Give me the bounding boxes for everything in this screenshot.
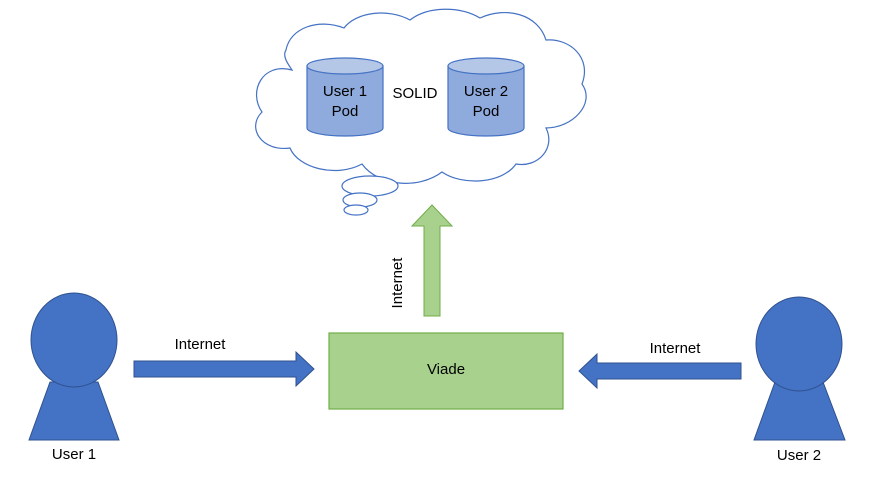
user1-label: User 1: [52, 446, 96, 463]
user1-pod-label-line1: User 1: [323, 83, 367, 100]
user2-internet-label: Internet: [650, 340, 702, 357]
user1-pod-top: [306, 57, 384, 75]
viade-label: Viade: [427, 361, 465, 378]
user2-pod-top: [447, 57, 525, 75]
user2-internet-arrow: [578, 352, 742, 390]
user2-pod-label-line1: User 2: [464, 83, 508, 100]
user2-pod-body: [447, 65, 525, 137]
up-arrow: [410, 204, 454, 317]
user1-pod: User 1 Pod: [306, 57, 384, 137]
viade-app-box: [328, 332, 564, 410]
user2-head: [755, 296, 843, 392]
user1-internet-label: Internet: [175, 336, 227, 353]
user1-body: [28, 381, 120, 441]
user1-figure: User 1: [28, 292, 120, 463]
thought-bubble-large: [341, 175, 399, 197]
cloud-shape: [255, 8, 587, 184]
user2-pod: User 2 Pod: [447, 57, 525, 137]
user1-internet-arrow: [133, 350, 315, 388]
user1-head: [30, 292, 118, 388]
user2-label: User 2: [777, 447, 821, 464]
user2-pod-label-line2: Pod: [473, 103, 500, 120]
thought-bubble-small: [343, 204, 369, 216]
user1-pod-body: [306, 65, 384, 137]
user1-pod-label-line2: Pod: [332, 103, 359, 120]
up-arrow-label: Internet: [389, 257, 406, 309]
user2-figure: User 2: [753, 296, 846, 464]
solid-cloud: [255, 8, 587, 216]
solid-label: SOLID: [392, 85, 437, 102]
